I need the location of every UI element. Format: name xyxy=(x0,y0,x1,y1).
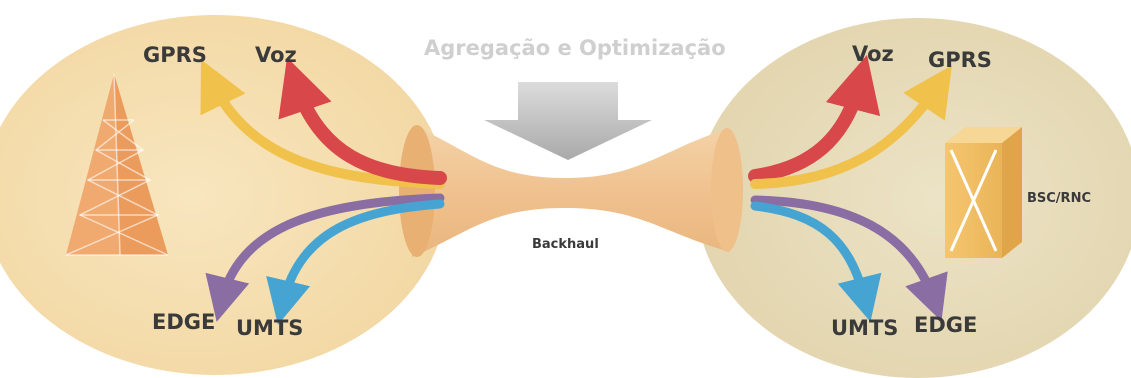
diagram-title: Agregação e Optimização xyxy=(424,38,726,59)
arrow-down-icon xyxy=(484,82,652,160)
left-edge-label: EDGE xyxy=(152,312,215,333)
left-umts-label: UMTS xyxy=(236,318,303,339)
right-gprs-label: GPRS xyxy=(928,50,992,71)
left-gprs-label: GPRS xyxy=(143,45,207,66)
left-voz-label: Voz xyxy=(255,45,297,66)
right-edge-label: EDGE xyxy=(914,315,977,336)
bsc-rnc-cabinet-icon xyxy=(945,127,1022,258)
pipe-label: Backhaul xyxy=(532,238,599,251)
left-circle xyxy=(0,15,447,375)
right-umts-label: UMTS xyxy=(831,318,898,339)
bsc-rnc-label: BSC/RNC xyxy=(1027,192,1091,205)
right-voz-label: Voz xyxy=(852,44,894,65)
